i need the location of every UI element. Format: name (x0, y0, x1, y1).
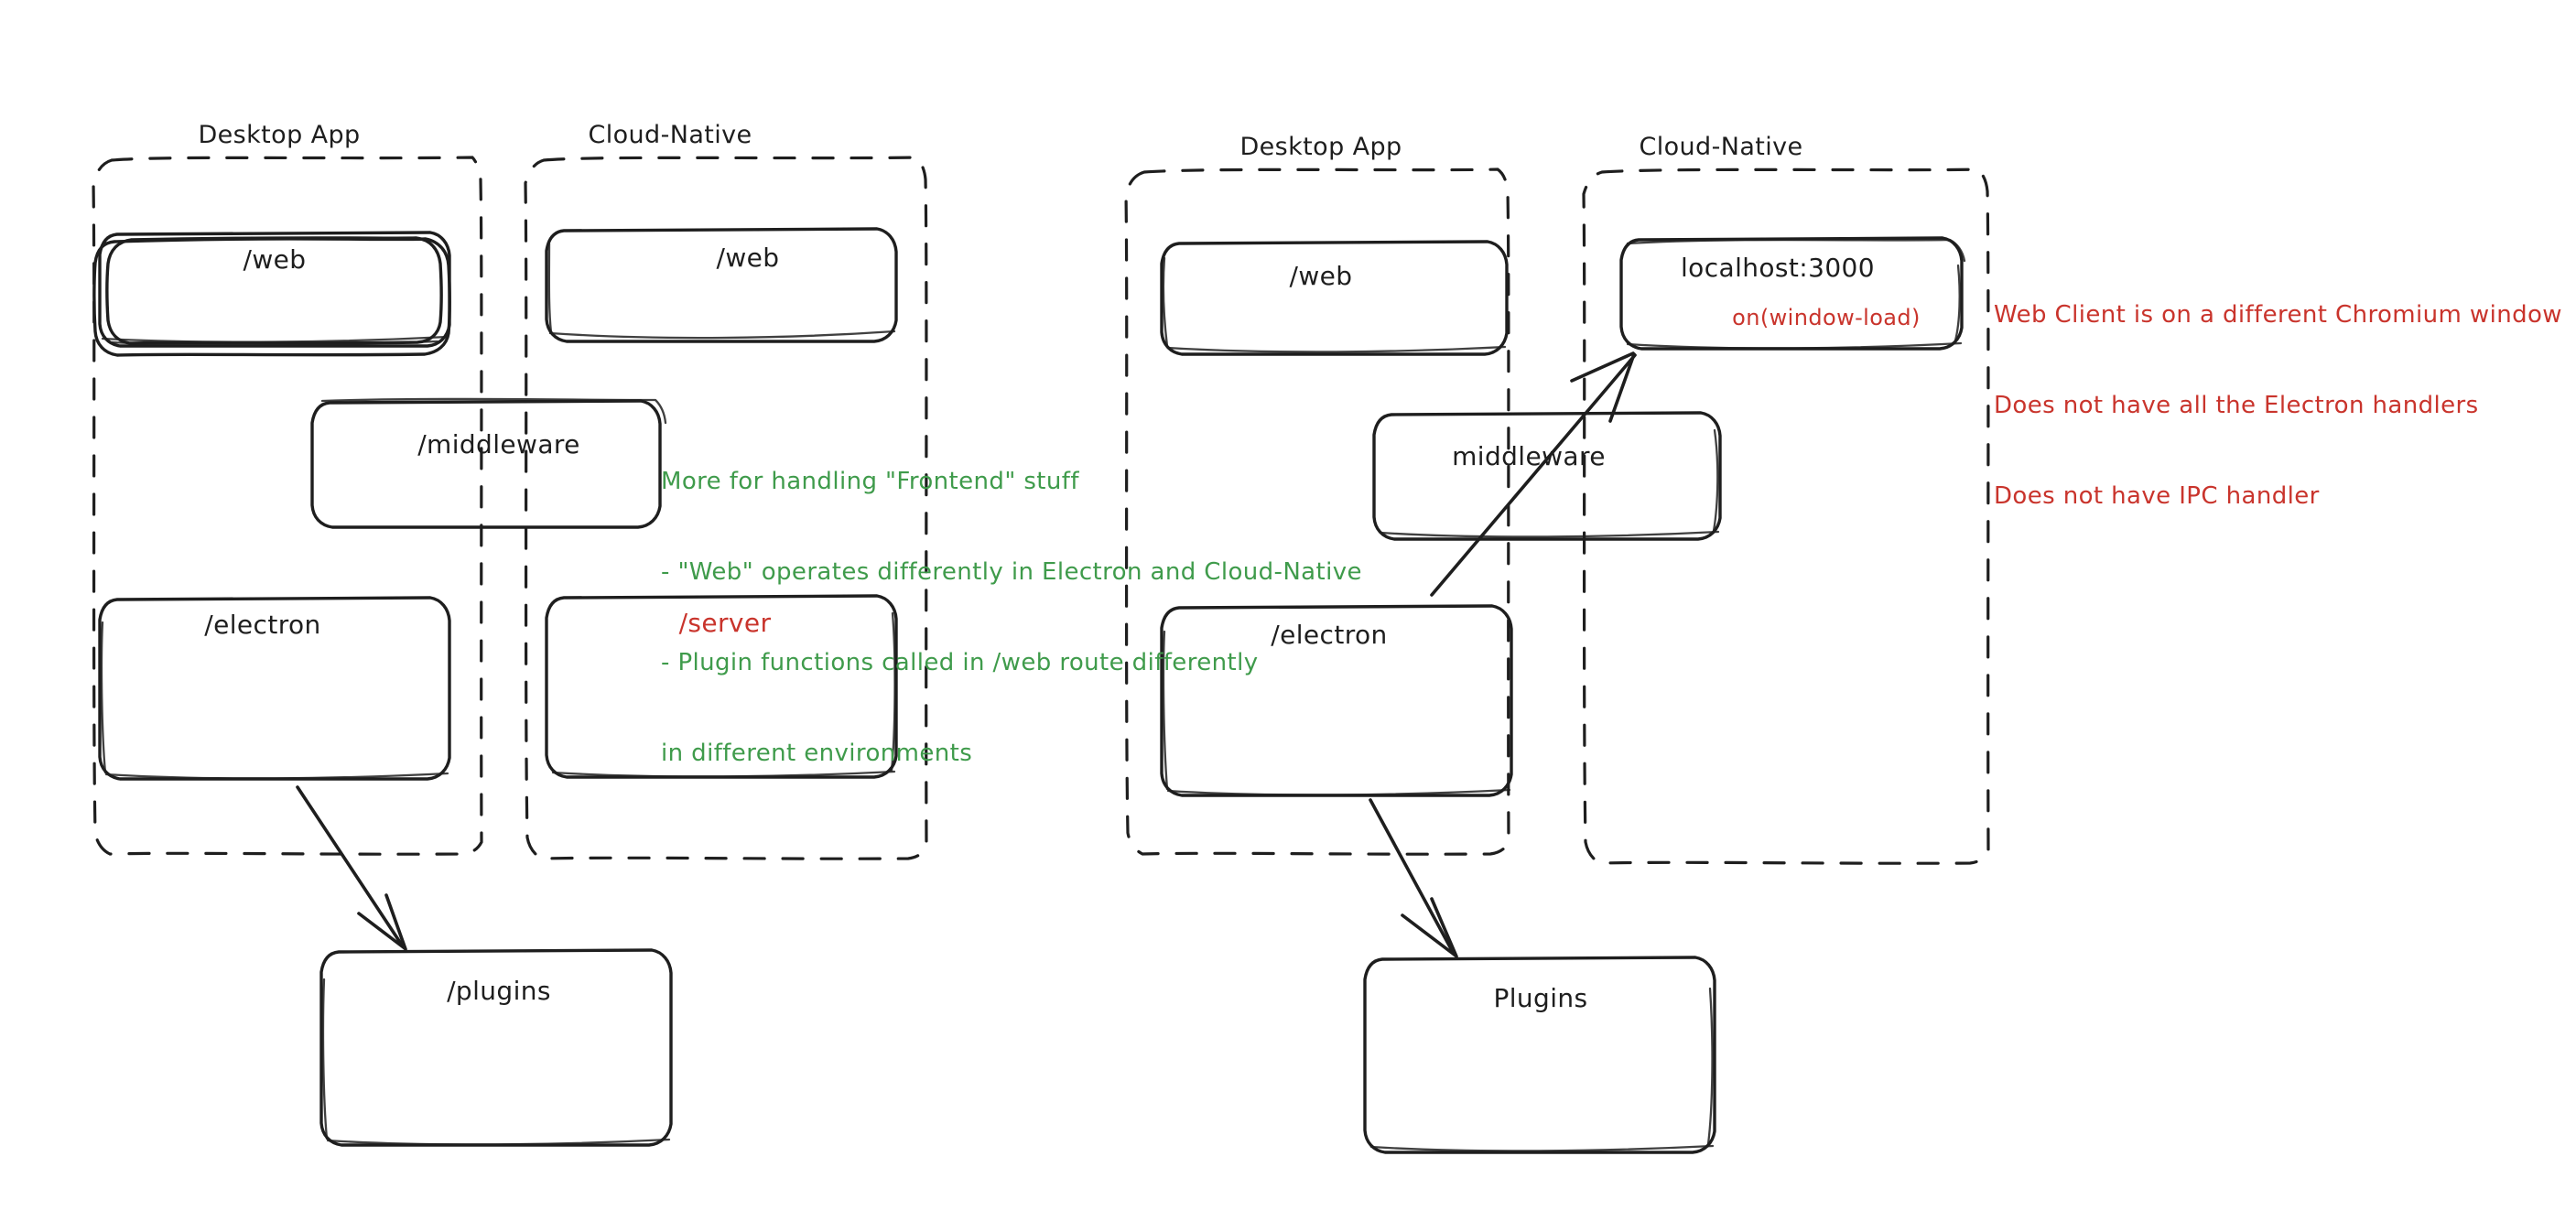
node-label-left-plugins[interactable]: /plugins (447, 976, 551, 1006)
group-label-desktop-app-left: Desktop App (198, 121, 361, 149)
annotation-green-line-2: - "Web" operates differently in Electron… (661, 558, 1362, 586)
annotation-red-line-2: Does not have all the Electron handlers (1994, 392, 2479, 419)
node-label-right-plugins[interactable]: Plugins (1493, 983, 1588, 1013)
arrow-right-electron-to-plugins (1369, 798, 1458, 958)
group-right-desktop (1124, 168, 1510, 856)
node-label-left-middleware[interactable]: /middleware (417, 429, 580, 459)
node-right-electron (1160, 604, 1513, 797)
arrow-left-electron-to-plugins (296, 785, 407, 951)
group-right-cloud (1582, 168, 1990, 865)
group-left-desktop (92, 156, 483, 856)
node-left-web-box (98, 231, 451, 348)
node-left-server (545, 594, 898, 779)
group-label-desktop-app-right: Desktop App (1239, 133, 1402, 161)
annotation-red-line-3: Does not have IPC handler (1994, 482, 2320, 510)
annotation-red-note: Web Client is on a different Chromium wi… (1994, 240, 2562, 572)
node-label-left-web[interactable]: /web (243, 244, 307, 275)
group-label-cloud-native-left: Cloud-Native (588, 121, 752, 149)
node-label-right-middleware[interactable]: middleware (1452, 441, 1606, 471)
node-label-right-localhost[interactable]: localhost:3000 (1681, 253, 1875, 283)
node-right-web (1160, 240, 1509, 356)
annotation-green-line-4: in different environments (661, 740, 973, 767)
node-label-left-electron[interactable]: /electron (204, 610, 321, 640)
annotation-green-line-3: - Plugin functions called in /web route … (661, 649, 1259, 676)
annotation-green-note: More for handling "Frontend" stuff - "We… (661, 406, 1362, 829)
node-label-left-web-cloud[interactable]: /web (716, 243, 780, 273)
node-left-plugins (319, 948, 673, 1147)
node-left-middleware (310, 397, 667, 529)
group-label-cloud-native-right: Cloud-Native (1639, 133, 1803, 161)
node-right-plugins (1363, 956, 1716, 1154)
node-right-localhost (1619, 236, 1966, 351)
group-left-cloud (524, 156, 928, 860)
node-left-web-cloud (545, 227, 898, 343)
annotation-red-line-1: Web Client is on a different Chromium wi… (1994, 301, 2562, 329)
node-right-middleware (1372, 411, 1722, 541)
node-label-right-electron[interactable]: /electron (1271, 620, 1388, 650)
annotation-green-line-1: More for handling "Frontend" stuff (661, 468, 1079, 495)
arrow-right-electron-to-localhost (1430, 351, 1637, 597)
node-label-left-server[interactable]: /server (678, 608, 772, 638)
node-left-electron (98, 596, 451, 781)
node-sublabel-right-localhost-on-window-load: on(window-load) (1732, 305, 1921, 330)
node-label-right-web[interactable]: /web (1289, 261, 1353, 291)
